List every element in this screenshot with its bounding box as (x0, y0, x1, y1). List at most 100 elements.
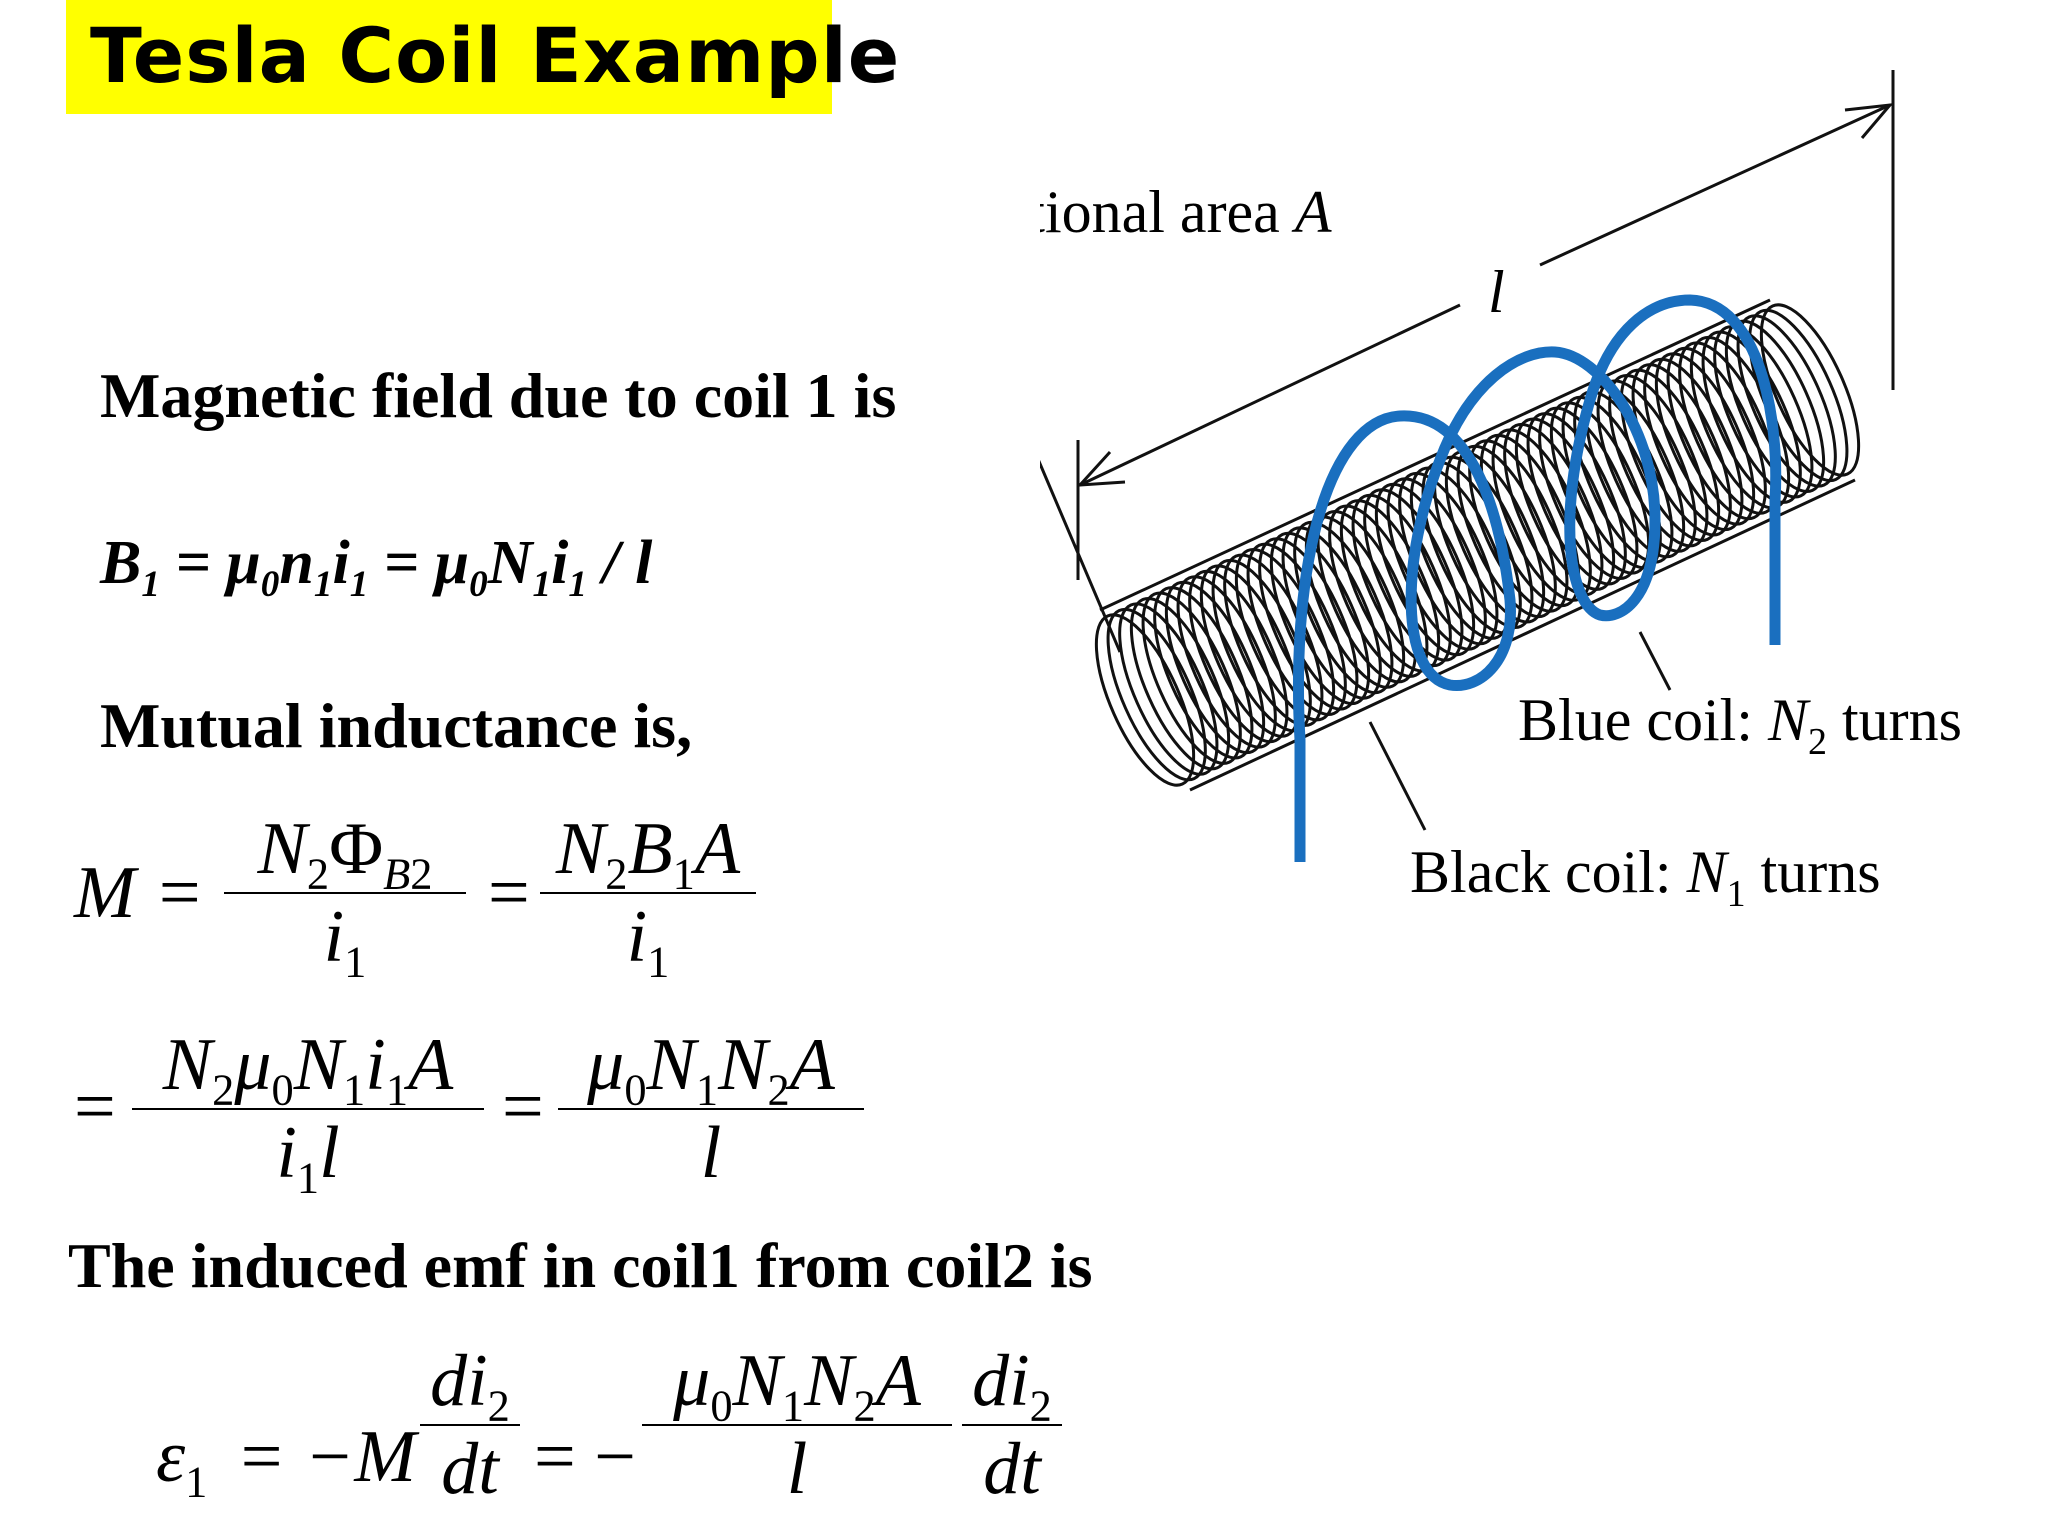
emf-frac6-numerator: μ0N1N2A (642, 1340, 952, 1428)
eq-emf-fraction-7: di2 dt (962, 1340, 1062, 1510)
frac6-N1: N (732, 1340, 782, 1422)
cross-section-leader (1040, 459, 1122, 653)
frac4-N1: N (646, 1024, 696, 1106)
eq-b1-mu-sub: 0 (260, 564, 280, 606)
frac7-dt: dt (983, 1428, 1041, 1510)
coil-turn (1386, 477, 1487, 651)
eq-b1-N: N (487, 529, 533, 597)
coil-turn (1164, 580, 1266, 755)
eq-m-fraction-1: N2ΦB2 i1 (224, 808, 466, 984)
eq-b1-mu-2: μ (434, 529, 470, 597)
eq-b1-equals-2: = (368, 529, 435, 597)
frac3-N2-sub: 2 (212, 1064, 235, 1115)
slide-title: Tesla Coil Example (90, 11, 901, 100)
eq-b1-i-sub-2: 1 (568, 564, 587, 606)
frac6-N1-sub: 1 (781, 1380, 805, 1431)
emf-frac5-numerator: di2 (420, 1340, 520, 1428)
frac7-di-sub: 2 (1029, 1380, 1052, 1431)
frac3-N2: N (162, 1024, 213, 1106)
diagram-labels: Cross-sectional area A l Blue coil: N2 t… (1040, 179, 1962, 915)
coil-turn (1316, 510, 1417, 684)
eq-b1-n: n (279, 529, 314, 597)
coil-turn (1234, 548, 1336, 722)
frac3-den-i: i (276, 1112, 297, 1194)
coil-turn (1456, 444, 1557, 619)
eq-b1-mu: μ (226, 529, 261, 597)
coil-turn (1713, 325, 1814, 499)
frac3-N1: N (293, 1024, 344, 1106)
coil-turn (1573, 390, 1674, 564)
frac1-phi: Φ (329, 808, 384, 890)
coil-turn (1351, 493, 1452, 668)
eq-m2-frac4-numerator: μ0N1N2A (558, 1024, 864, 1112)
frac6-A: A (875, 1340, 921, 1422)
eq-m-equals: = (488, 852, 530, 934)
emf-epsilon-sub: 1 (185, 1456, 208, 1507)
eq-m2-frac3-denominator: i1l (132, 1112, 484, 1200)
coil-turn (1759, 303, 1861, 477)
frac6-mu-sub: 0 (710, 1380, 733, 1431)
eq-m2-frac3-bar (132, 1108, 484, 1110)
frac7-di: di (972, 1340, 1030, 1422)
coil-turn (1141, 591, 1242, 765)
coil-turn (1153, 586, 1254, 760)
solenoid-top-edge (1099, 298, 1771, 612)
label-cross-section: Cross-sectional area A (1040, 179, 1332, 245)
coil-turn (1176, 575, 1277, 749)
frac1-i: i (323, 896, 345, 978)
coil-turn (1188, 569, 1289, 744)
frac1-B-sub: 2 (410, 848, 433, 899)
coil-turn (1363, 488, 1464, 662)
eq-emf-fraction-6: μ0N1N2A l (642, 1340, 952, 1510)
coil-turn (1269, 531, 1371, 706)
eq-b1-n-sub: 1 (313, 564, 333, 606)
coil-turn (1503, 422, 1604, 597)
frac1-N: N (257, 808, 307, 890)
emf-frac7-numerator: di2 (962, 1340, 1062, 1428)
frac3-i-sub: 1 (385, 1064, 409, 1115)
black-coil-leader (1368, 721, 1427, 831)
frac3-N1-sub: 1 (343, 1064, 366, 1115)
frac4-N2-sub: 2 (767, 1064, 790, 1115)
eq-b1-sub: 1 (141, 564, 160, 606)
eq-m2-frac4-bar (558, 1108, 864, 1110)
coil-turn (1526, 412, 1627, 586)
eq-m2-fraction-4: μ0N1N2A l (558, 1024, 864, 1194)
emf-frac6-denominator: l (642, 1428, 952, 1510)
coil-turn (1118, 602, 1219, 776)
length-dimension-right (1539, 103, 1891, 267)
coil-turn (1409, 466, 1511, 640)
eq-b1-over-l: / l (586, 529, 653, 597)
frac6-N2-sub: 2 (853, 1380, 876, 1431)
frac3-mu: μ (234, 1024, 272, 1106)
coil-turn (1678, 341, 1779, 515)
dimension-lines (1040, 70, 1895, 831)
eq-b1-N-sub: 1 (532, 564, 552, 606)
frac2-i-sub: 1 (647, 936, 670, 987)
blue-coil-path (1292, 294, 1782, 862)
frac4-mu: μ (587, 1024, 625, 1106)
coil-turn (1258, 537, 1359, 711)
frac3-den-l: l (319, 1112, 340, 1194)
eq-m-frac2-denominator: i1 (540, 896, 756, 984)
eq-b1-equals: = (159, 529, 227, 597)
coil-turn (1701, 330, 1802, 504)
frac3-den-i-sub: 1 (296, 1152, 320, 1203)
frac4-N1-sub: 1 (695, 1064, 719, 1115)
frac5-di-sub: 2 (487, 1380, 510, 1431)
frac2-B-sub: 1 (672, 848, 695, 899)
eq-m2-frac3-numerator: N2μ0N1i1A (132, 1024, 484, 1112)
eq-m-fraction-2: N2B1A i1 (540, 808, 756, 984)
emf-frac5-denominator: dt (420, 1428, 520, 1510)
emf-frac7-denominator: dt (962, 1428, 1062, 1510)
frac2-B: B (627, 808, 673, 890)
heading-induced-emf: The induced emf in coil1 from coil2 is (68, 1230, 1093, 1301)
coil-turn (1106, 607, 1207, 782)
eq-emf-fraction-5: di2 dt (420, 1340, 520, 1510)
frac6-mu: μ (673, 1340, 711, 1422)
coil-turn (1538, 406, 1639, 580)
frac4-A: A (789, 1024, 835, 1106)
eq-m2-lead-equals: = (74, 1066, 116, 1148)
eq-emf-lhs: ε1 (156, 1416, 207, 1504)
coil-turn (1654, 352, 1756, 526)
